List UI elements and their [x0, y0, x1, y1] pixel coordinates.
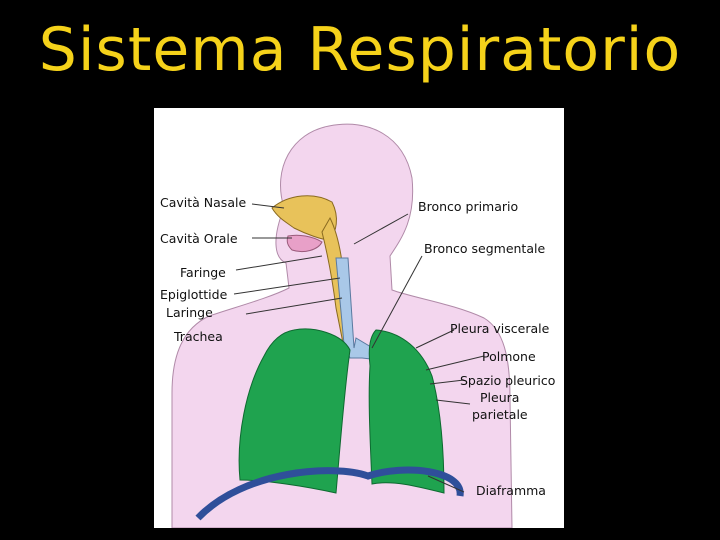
- label-trachea: Trachea: [174, 329, 223, 344]
- label-pleura: Pleura: [480, 390, 520, 405]
- label-spazio-pleurico: Spazio pleurico: [460, 373, 556, 388]
- label-cavita-nasale: Cavità Nasale: [160, 195, 247, 210]
- label-parietale: parietale: [472, 407, 528, 422]
- right-lung-shape: [238, 328, 351, 494]
- leader-lines: [233, 203, 485, 493]
- oral-cavity-shape: [286, 234, 323, 253]
- diaphragm-shape: [195, 466, 464, 521]
- slide-title: Sistema Respiratorio: [38, 15, 682, 85]
- label-polmone: Polmone: [482, 349, 536, 364]
- label-bronco-segmentale: Bronco segmentale: [424, 241, 546, 256]
- label-laringe: Laringe: [166, 305, 213, 320]
- label-diaframma: Diaframma: [476, 483, 546, 498]
- label-bronco-primario: Bronco primario: [418, 199, 519, 214]
- label-epiglottide: Epiglottide: [160, 287, 228, 302]
- diagram-panel: Cavità Nasale Cavità Orale Faringe Epigl…: [154, 108, 564, 528]
- respiratory-diagram: [171, 123, 513, 528]
- label-faringe: Faringe: [180, 265, 226, 280]
- label-cavita-orale: Cavità Orale: [160, 231, 238, 246]
- label-pleura-viscerale: Pleura viscerale: [450, 321, 550, 336]
- left-lung-shape: [368, 329, 445, 494]
